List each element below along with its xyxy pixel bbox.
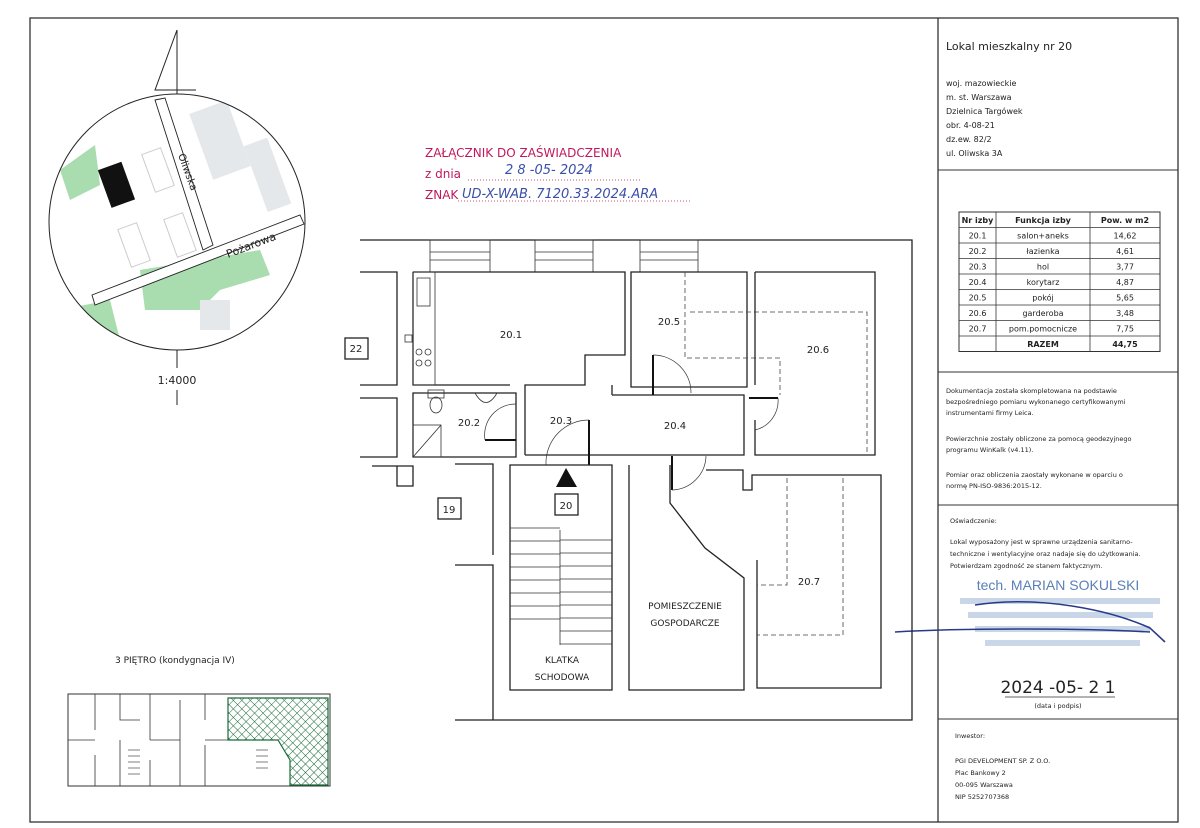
- text-label: PGI DEVELOPMENT SP. Z O.O.: [955, 757, 1050, 765]
- text-label: NIP 5252707368: [955, 793, 1009, 801]
- page-frame: [29, 17, 1179, 823]
- table-header: Funkcja izby: [1015, 216, 1072, 225]
- unit-title: Lokal mieszkalny nr 20: [946, 40, 1072, 53]
- entrance-arrow-icon: [556, 468, 577, 487]
- unit-highlight: [227, 697, 329, 786]
- unit-22-box: [344, 337, 369, 360]
- table-cell-function: korytarz: [1027, 278, 1060, 287]
- text-label: Powierzchnie zostały obliczone za pomocą…: [946, 435, 1132, 443]
- statement-block: Oświadczenie: Lokal wyposażony jest w sp…: [894, 517, 1166, 710]
- text-label: instrumentami firmy Leica.: [946, 409, 1034, 417]
- table-cell-area: 7,75: [1116, 325, 1134, 334]
- map-scale: 1:4000: [158, 374, 197, 387]
- text-label: Dokumentacja została skompletowana na po…: [946, 387, 1117, 395]
- room-label: 20.7: [798, 577, 820, 588]
- text-label: (data i podpis): [1034, 702, 1081, 710]
- street-oliwska: [154, 97, 214, 251]
- stove-icon: [415, 348, 423, 356]
- table-cell-function: pom.pomocnicze: [1009, 325, 1077, 334]
- vent-icon: [404, 334, 413, 343]
- table-cell-nr: 20.2: [969, 247, 987, 256]
- signature: [894, 600, 1166, 643]
- text-label: 19: [443, 505, 456, 516]
- table-cell-area: 4,61: [1116, 247, 1134, 256]
- address-line: woj. mazowieckie: [946, 79, 1016, 88]
- address-line: Dzielnica Targówek: [946, 106, 1023, 116]
- table-cell-area: 5,65: [1116, 294, 1134, 303]
- text-label: POMIESZCZENIE: [648, 602, 722, 612]
- text-label: GOSPODARCZE: [650, 619, 719, 629]
- text-label: bezpośredniego pomiaru wykonanego certyf…: [946, 398, 1126, 406]
- floor-plan: 22 19 20 20.1 20.2 20.3 20.4 20.5 20.6 2…: [344, 239, 913, 721]
- address-line: obr. 4-08-21: [946, 121, 995, 130]
- text-label: Potwierdzam zgodność ze stanem faktyczny…: [950, 562, 1102, 570]
- text-label: ZNAK: [425, 188, 459, 202]
- table-cell-nr: 20.3: [969, 263, 987, 272]
- text-label: KLATKA: [545, 656, 580, 666]
- stamp-faded-lines: [960, 598, 1160, 646]
- room-label: 20.1: [500, 330, 522, 341]
- notes-block: Dokumentacja została skompletowana na po…: [946, 387, 1132, 490]
- floor-label: 3 PIĘTRO (kondygnacja IV): [115, 656, 235, 666]
- table-cell-function: pokój: [1032, 293, 1053, 303]
- text-label: z dnia: [425, 167, 461, 181]
- unit-20-box: [554, 493, 579, 516]
- room-label: 20.6: [807, 345, 829, 356]
- table-cell-function: garderoba: [1022, 309, 1063, 318]
- table-cell-function: hol: [1037, 263, 1049, 272]
- surveyor-stamp: tech. MARIAN SOKULSKI: [977, 577, 1140, 593]
- text-label: programu WinKalk (v4.11).: [946, 446, 1033, 454]
- text-label: UD-X-WAB. 7120.33.2024.ARA: [462, 187, 658, 202]
- investor-heading: Inwestor:: [955, 732, 985, 740]
- text-label: normę PN-ISO-9836:2015-12.: [946, 482, 1042, 490]
- table-cell-function: łazienka: [1027, 247, 1060, 256]
- text-label: Plac Bankowy 2: [955, 769, 1006, 777]
- table-total-label: RAZEM: [1027, 340, 1059, 349]
- text-label: 22: [350, 344, 363, 355]
- room-label: 20.2: [458, 418, 480, 429]
- target-building: [97, 161, 136, 208]
- room-label: 20.4: [664, 421, 686, 432]
- table-cell-area: 3,77: [1116, 263, 1134, 272]
- text-label: SCHODOWA: [535, 673, 590, 683]
- table-cell-area: 4,87: [1116, 278, 1134, 287]
- table-cell-nr: 20.4: [969, 278, 987, 287]
- table-total-area: 44,75: [1112, 340, 1138, 349]
- address-block: woj. mazowieckie m. st. Warszawa Dzielni…: [946, 79, 1023, 158]
- attachment-stamp: ZAŁĄCZNIK DO ZAŚWIADCZENIA z dnia 2 8 -0…: [425, 145, 690, 202]
- table-cell-nr: 20.1: [969, 232, 987, 241]
- table-cell-area: 14,62: [1114, 232, 1137, 241]
- table-cell-area: 3,48: [1116, 309, 1134, 318]
- washbasin-icon: [474, 392, 498, 403]
- location-map: Oliwska Pożarowa 1:4000: [48, 29, 306, 405]
- table-header: Nr izby: [962, 216, 995, 225]
- shower-icon: [412, 424, 442, 458]
- table-header: Pow. w m2: [1101, 216, 1149, 225]
- text-label: ZAŁĄCZNIK DO ZAŚWIADCZENIA: [425, 145, 622, 160]
- toilet-icon: [427, 389, 445, 399]
- address-line: m. st. Warszawa: [946, 93, 1012, 102]
- text-label: Pomiar oraz obliczenia zaostały wykonane…: [946, 471, 1123, 479]
- text-label: 2 8 -05- 2024: [505, 163, 593, 178]
- address-line: ul. Oliwska 3A: [946, 149, 1003, 158]
- table-cell-nr: 20.5: [969, 294, 987, 303]
- building-key-plan: [67, 693, 331, 787]
- text-label: 20: [560, 501, 573, 512]
- investor-block: Inwestor: PGI DEVELOPMENT SP. Z O.O. Pla…: [955, 732, 1050, 801]
- table-cell-nr: 20.6: [969, 309, 987, 318]
- table-cell-function: salon+aneks: [1017, 232, 1069, 241]
- sink-icon: [416, 277, 431, 307]
- table-cell-nr: 20.7: [969, 325, 987, 334]
- street-pozarowa: [91, 214, 305, 306]
- unit-19-box: [437, 497, 462, 520]
- statement-heading: Oświadczenie:: [950, 517, 997, 525]
- room-label: 20.5: [658, 317, 680, 328]
- room-label: 20.3: [550, 416, 572, 427]
- text-label: 00-095 Warszawa: [955, 781, 1013, 789]
- signature-date: 2024 -05- 2 1: [1000, 678, 1115, 698]
- rooms-table: Nr izby Funkcja izby Pow. w m2 20.1 salon+an…: [958, 211, 1161, 352]
- address-line: dz.ew. 82/2: [946, 135, 992, 144]
- text-label: Lokal wyposażony jest w sprawne urządzen…: [950, 538, 1133, 546]
- text-label: techniczne i wentylacyjne oraz nadaje si…: [950, 550, 1141, 558]
